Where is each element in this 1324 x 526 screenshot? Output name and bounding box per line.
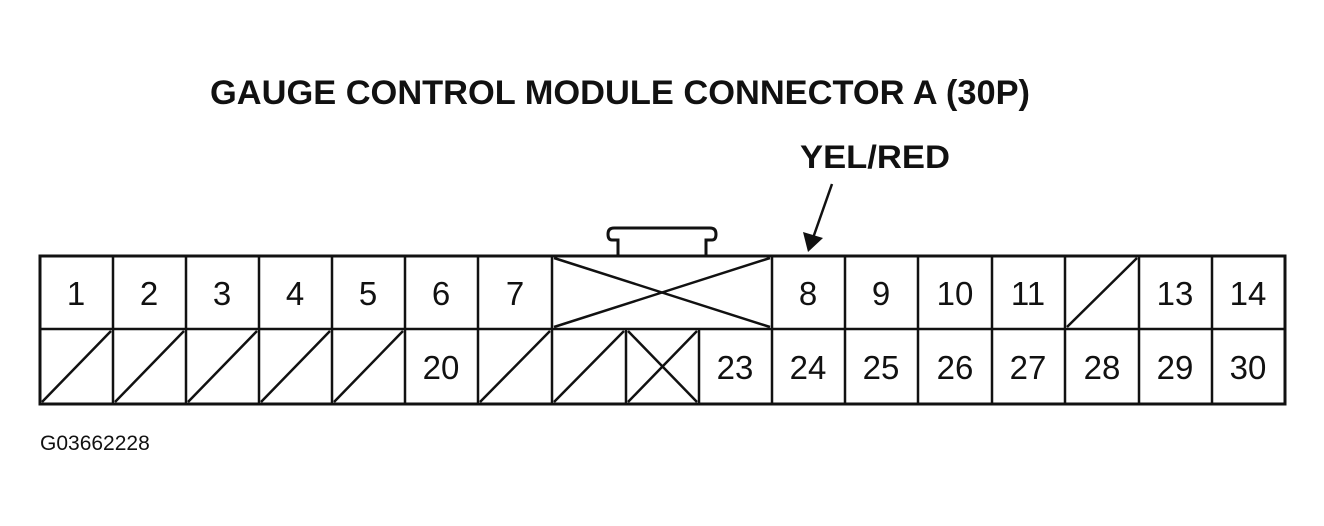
figure-id: G03662228 bbox=[40, 432, 150, 455]
pin-number: 4 bbox=[286, 275, 304, 312]
pin-number: 1 bbox=[67, 275, 85, 312]
pin-number: 29 bbox=[1157, 349, 1194, 386]
pin-numbers-top-row: 1 2 3 4 5 6 7 8 9 10 11 13 14 bbox=[67, 275, 1267, 312]
pin-number: 5 bbox=[359, 275, 377, 312]
pin-number: 8 bbox=[799, 275, 817, 312]
pin-number: 7 bbox=[506, 275, 524, 312]
connector-lock-tab bbox=[606, 226, 718, 256]
unused-cavity-marks bbox=[41, 256, 1138, 403]
pointer-arrow bbox=[803, 183, 834, 252]
pin-number: 3 bbox=[213, 275, 231, 312]
pin-number: 9 bbox=[872, 275, 890, 312]
pin-number: 14 bbox=[1230, 275, 1267, 312]
pin-number: 10 bbox=[937, 275, 974, 312]
pin-number: 13 bbox=[1157, 275, 1194, 312]
pin-number: 20 bbox=[423, 349, 460, 386]
diagram-title: GAUGE CONTROL MODULE CONNECTOR A (30P) bbox=[210, 74, 1030, 112]
pin-number: 6 bbox=[432, 275, 450, 312]
wire-color-label: YEL/RED bbox=[800, 139, 950, 175]
connector-grid bbox=[40, 256, 1285, 404]
pin-number: 11 bbox=[1011, 275, 1045, 312]
pin-number: 30 bbox=[1230, 349, 1267, 386]
pin-number: 27 bbox=[1010, 349, 1047, 386]
pin-number: 26 bbox=[937, 349, 974, 386]
pin-number: 24 bbox=[790, 349, 827, 386]
pin-number: 2 bbox=[140, 275, 158, 312]
pin-numbers-bottom-row: 20 23 24 25 26 27 28 29 30 bbox=[423, 349, 1267, 386]
pin-number: 28 bbox=[1084, 349, 1121, 386]
pin-number: 25 bbox=[863, 349, 900, 386]
pin-number: 23 bbox=[717, 349, 754, 386]
